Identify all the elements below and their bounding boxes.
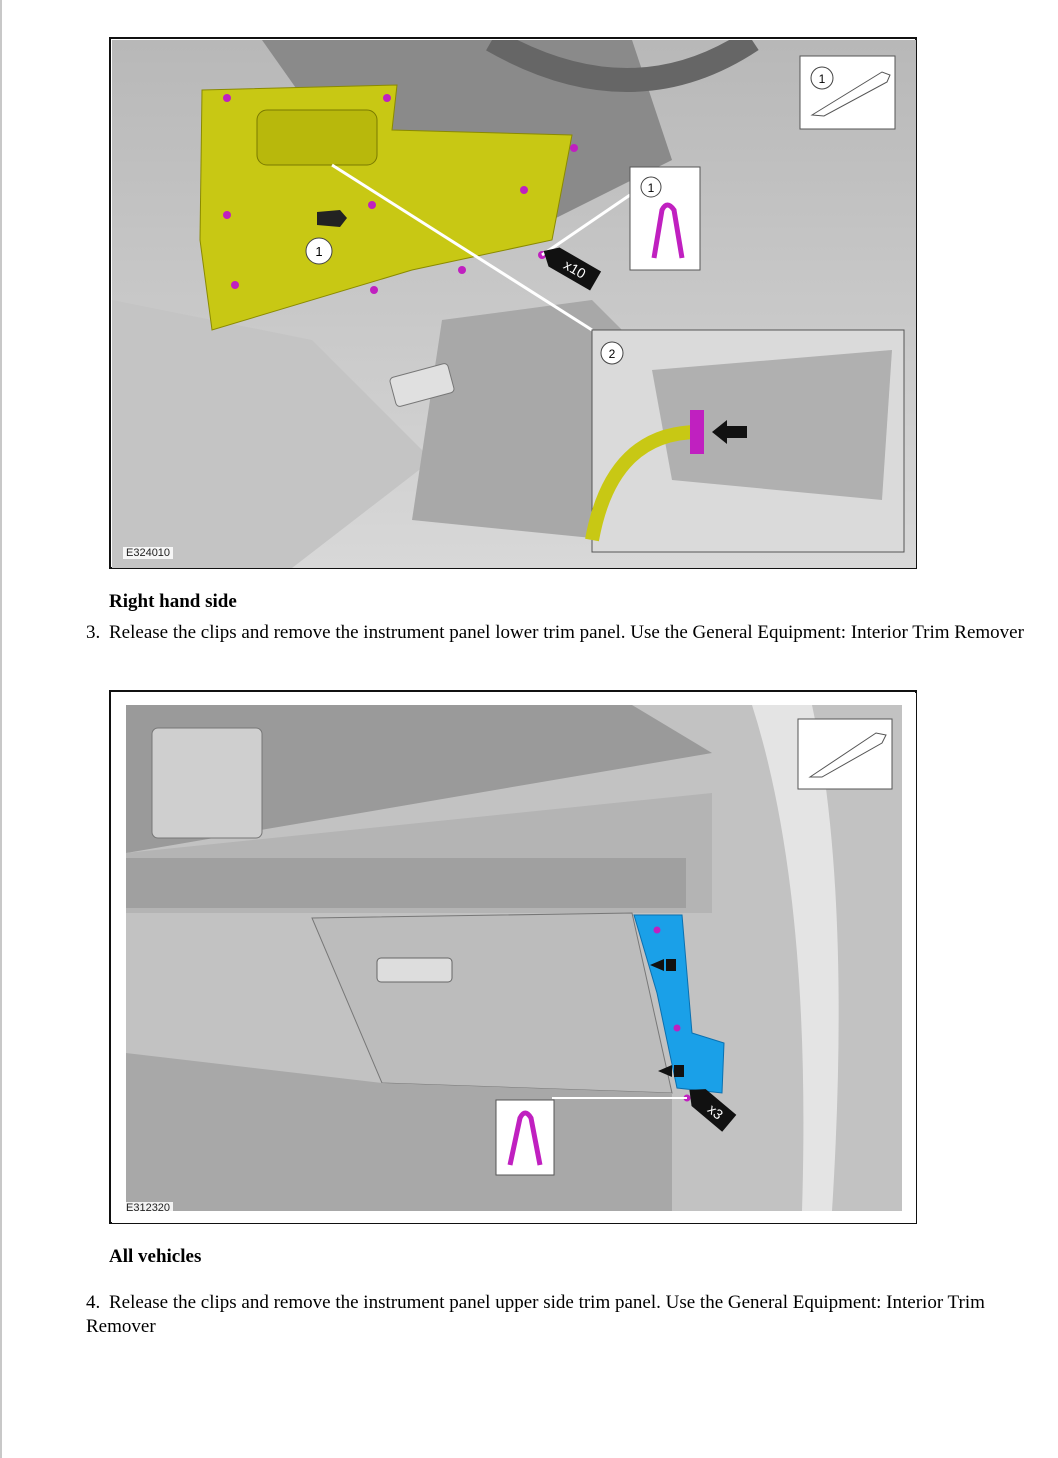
svg-text:2: 2 — [609, 347, 616, 361]
step-text: Release the clips and remove the instrum… — [86, 1292, 985, 1337]
svg-text:1: 1 — [648, 181, 655, 195]
inset-clip: 1 — [629, 166, 701, 271]
svg-text:1: 1 — [819, 72, 826, 86]
figure-e312320: x3 E312320 — [109, 690, 917, 1224]
inset-trim-remover-tool — [797, 718, 893, 790]
figure-e324010: 1 x10 1 1 2 E324010 — [109, 37, 917, 569]
illustration-lower-trim-panel-lh: 1 x10 1 1 2 — [112, 40, 916, 568]
inset-trim-remover-tool: 1 — [799, 55, 896, 130]
quantity-arrow: x3 — [689, 1089, 737, 1132]
step-text: Release the clips and remove the instrum… — [109, 622, 1024, 643]
figure-id: E312320 — [123, 1202, 174, 1214]
step-number: 3. — [86, 622, 101, 643]
section-heading-right-hand-side: Right hand side — [109, 591, 237, 612]
section-heading-all-vehicles: All vehicles — [109, 1246, 202, 1267]
figure-id: E324010 — [123, 547, 174, 559]
step-3: 3. Release the clips and remove the instr… — [86, 621, 1026, 645]
step-4: 4.Release the clips and remove the instr… — [86, 1291, 1026, 1339]
illustration-lower-trim-panel-rh: x3 — [112, 693, 916, 1223]
inset-clip — [495, 1099, 555, 1176]
callout-1: 1 — [315, 244, 322, 259]
step-number: 4. — [86, 1292, 101, 1313]
inset-connector: 2 — [585, 329, 905, 553]
